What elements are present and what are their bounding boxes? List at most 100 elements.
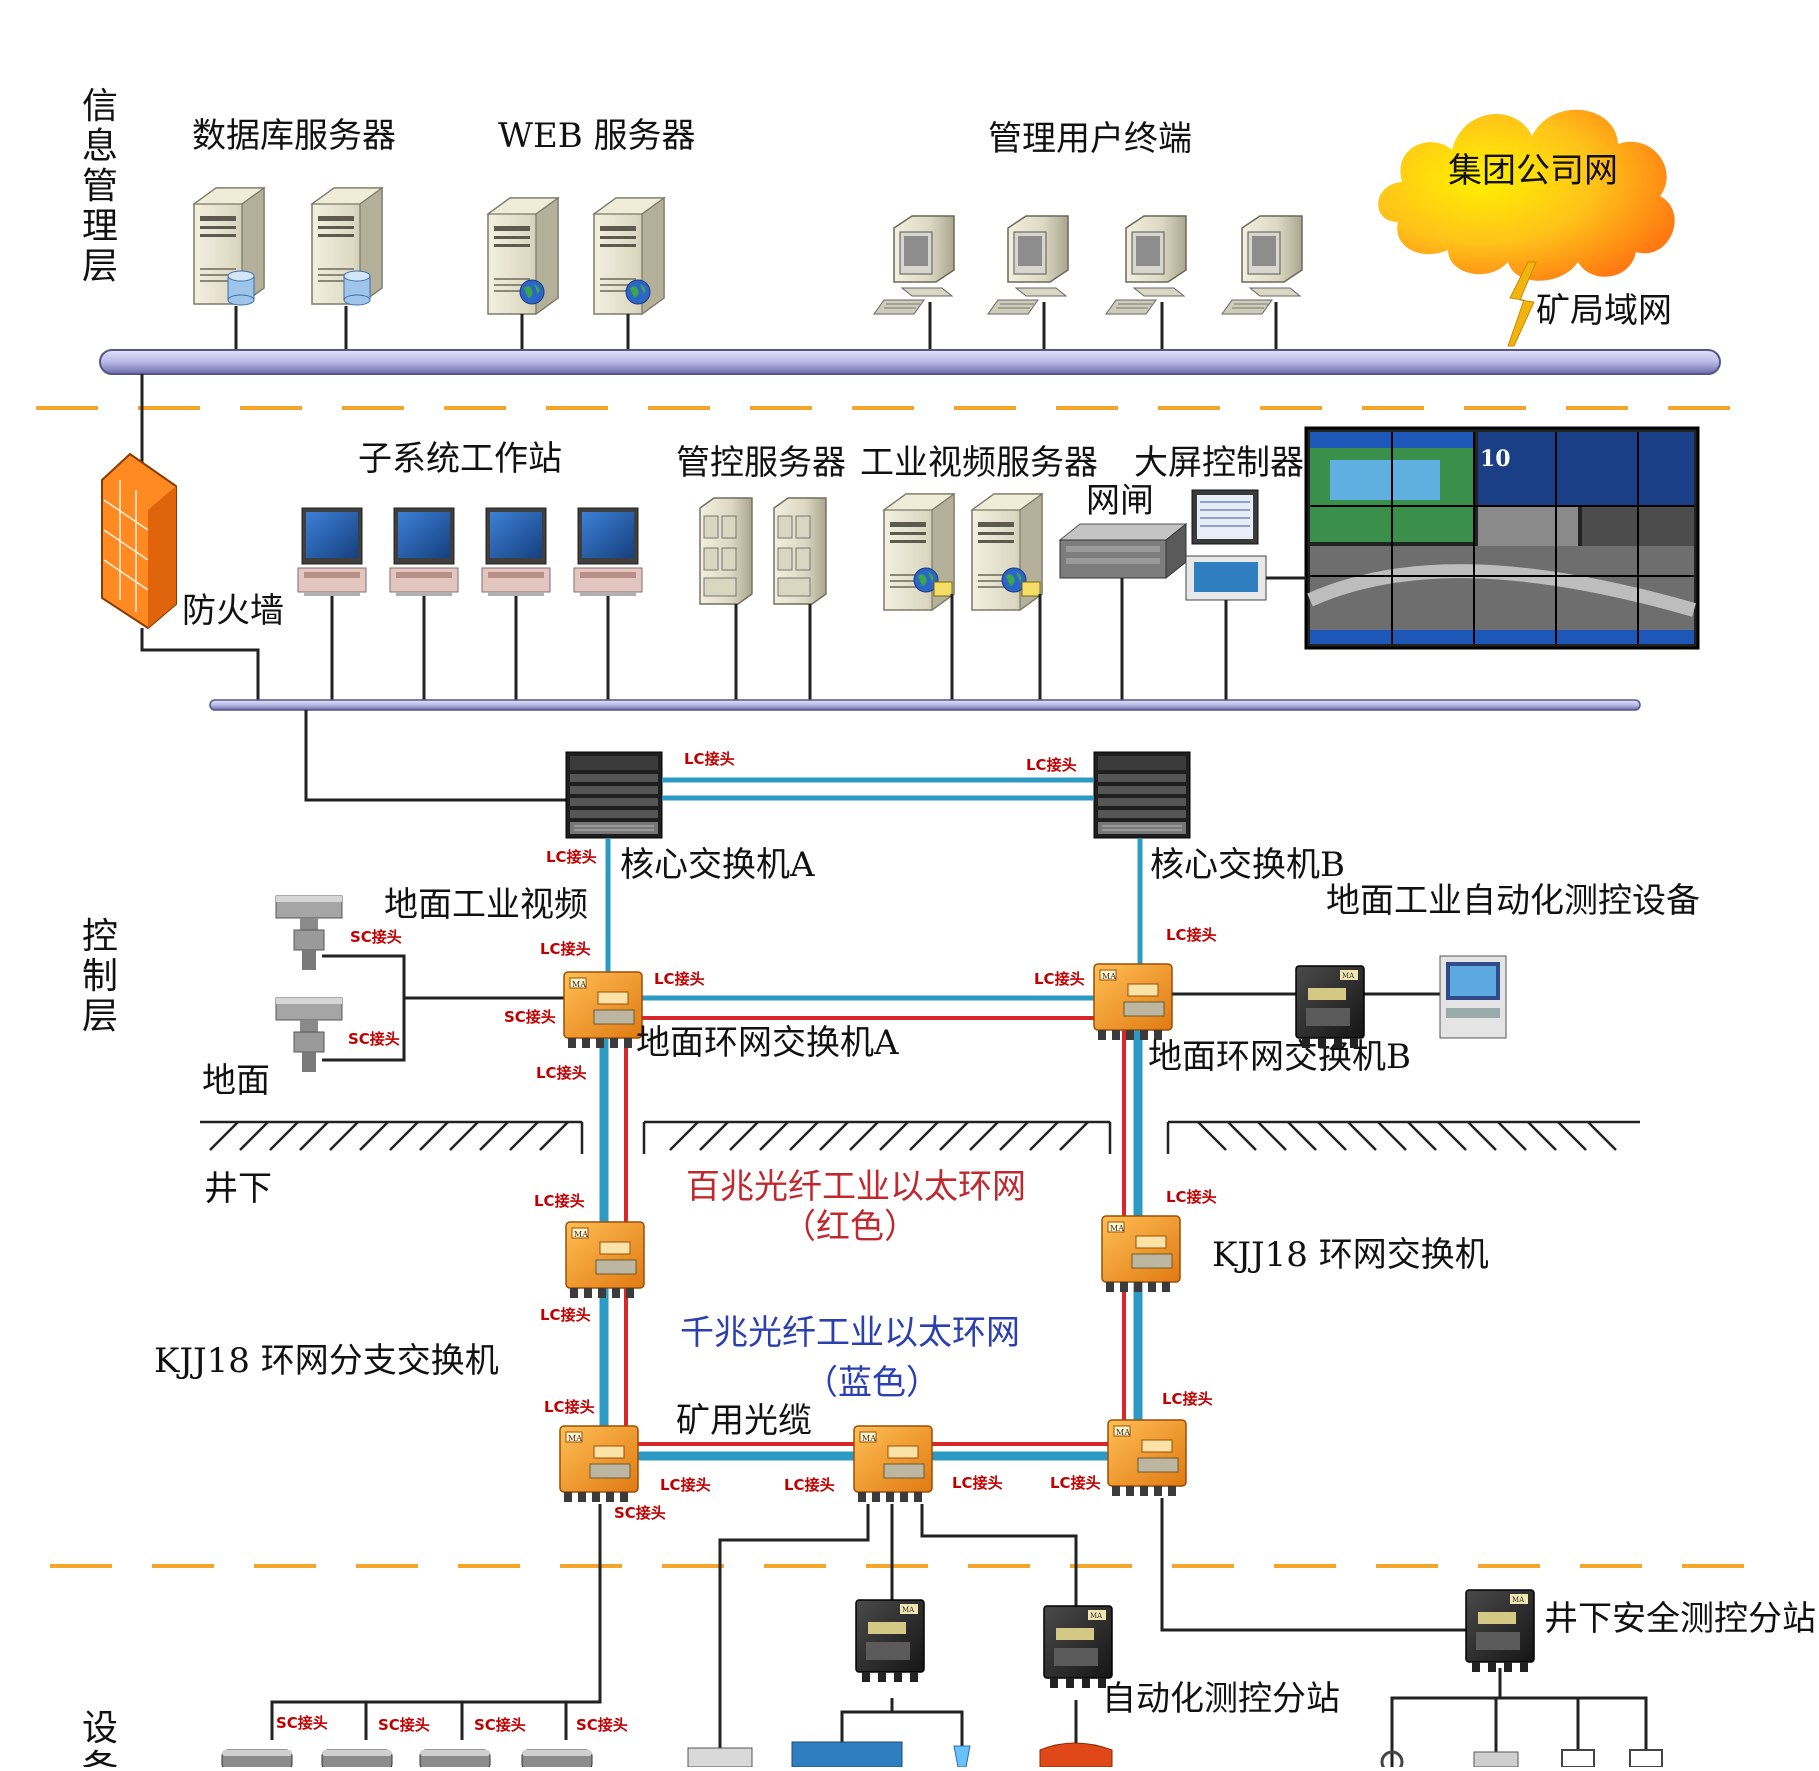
core-interlink — [662, 777, 1094, 801]
lc-tag-2: LC接头 — [1026, 756, 1077, 774]
ground-auto-station-icon — [1295, 965, 1365, 1049]
bottom-sensor-icon — [953, 1745, 971, 1768]
bus-to-core-a — [304, 710, 566, 802]
control-bus-drops — [330, 578, 1228, 700]
workstation-icon-4 — [573, 507, 643, 597]
video-wall: 10 — [1304, 426, 1700, 650]
top-bus-drops — [234, 302, 1278, 350]
wall-controller-label: 大屏控制器 — [1134, 443, 1304, 483]
lc-tag-6: LC接头 — [654, 970, 705, 988]
kjj18-branch-switch-icon[interactable] — [565, 1221, 645, 1299]
firewall-label: 防火墙 — [182, 591, 284, 631]
ground-label: 地面 — [202, 1061, 270, 1101]
bottom-sensor-icon-4 — [1561, 1749, 1595, 1768]
layer-label-control: 控制层 — [82, 916, 118, 1037]
bottom-panel-icon — [687, 1747, 753, 1768]
kjj18-ring-switch-icon[interactable] — [1101, 1215, 1181, 1293]
globe-icon-1 — [519, 279, 545, 305]
lc-tag-16: LC接头 — [952, 1474, 1003, 1492]
device-layer-links — [270, 1498, 1648, 1767]
sc-tag-3: SC接头 — [504, 1008, 556, 1026]
camera-small-icon-1 — [933, 581, 953, 597]
lc-tag-12: LC接头 — [544, 1398, 595, 1416]
lc-tag-4: LC接头 — [540, 940, 591, 958]
terminal-icon-4 — [1221, 215, 1303, 315]
subsystem-ws-label: 子系统工作站 — [358, 439, 562, 479]
lightning-icon — [1507, 261, 1537, 347]
sc-tag-1: SC接头 — [350, 928, 402, 946]
ring-1g-label: 千兆光纤工业以太环网 — [680, 1313, 1020, 1353]
sc-tag-2: SC接头 — [348, 1030, 400, 1048]
mgmt-terminal-label: 管理用户终端 — [988, 119, 1192, 159]
lc-tag-1: LC接头 — [684, 750, 735, 768]
lc-tag-7: LC接头 — [1034, 970, 1085, 988]
mgmt-server-label: 管控服务器 — [676, 443, 846, 483]
bottom-camera-icon-4 — [521, 1749, 593, 1771]
lc-tag-8: LC接头 — [536, 1064, 587, 1082]
bottom-motor-icon — [1039, 1742, 1113, 1768]
group-network-cloud: 集团公司网 — [1378, 109, 1675, 281]
workstation-icon-3 — [481, 507, 551, 597]
bottom-sensor-icon-2 — [1380, 1750, 1404, 1771]
lc-tag-13: LC接头 — [1162, 1390, 1213, 1408]
ground-auto-label: 地面工业自动化测控设备 — [1326, 881, 1700, 921]
ground-video-label: 地面工业视频 — [384, 885, 588, 925]
globe-icon-2 — [625, 279, 651, 305]
sc-tag-5: SC接头 — [276, 1714, 328, 1732]
bottom-sensor-icon-3 — [1473, 1751, 1519, 1768]
auto-station-icon-2 — [1043, 1605, 1113, 1689]
ground-ring-b-label: 地面环网交换机B — [1148, 1037, 1411, 1077]
gateway-label: 网闸 — [1086, 481, 1154, 521]
workstation-icon-1 — [297, 507, 367, 597]
ground-ring-a-label: 地面环网交换机A — [636, 1023, 899, 1063]
safety-station-icon — [1465, 1589, 1535, 1673]
sc-tag-6: SC接头 — [378, 1716, 430, 1734]
bottom-camera-icon-3 — [419, 1749, 491, 1771]
kjj18-ring-label: KJJ18 环网交换机 — [1212, 1235, 1489, 1275]
auto-station-label: 自动化测控分站 — [1102, 1679, 1340, 1719]
video-wall-number: 10 — [1480, 446, 1511, 472]
safety-station-label: 井下安全测控分站 — [1544, 1599, 1816, 1639]
underground-label: 井下 — [204, 1169, 272, 1209]
ring-100m-color-label: （红色） — [782, 1207, 918, 1247]
core-a-label: 核心交换机A — [620, 845, 815, 885]
mgmt-server-icon-1 — [699, 497, 753, 605]
core-switch-b-icon[interactable] — [1093, 751, 1191, 839]
lc-tag-3: LC接头 — [546, 848, 597, 866]
lc-tag-5: LC接头 — [1166, 926, 1217, 944]
auto-station-icon-1 — [855, 1599, 925, 1683]
kjj18-branch-label: KJJ18 环网分支交换机 — [154, 1341, 499, 1381]
ring-100m-label: 百兆光纤工业以太环网 — [686, 1167, 1026, 1207]
web-server-label: WEB 服务器 — [498, 116, 696, 156]
mgmt-server-icon-2 — [773, 497, 827, 605]
terminal-icon-1 — [873, 215, 955, 315]
ground-auto-panel-icon — [1439, 955, 1507, 1039]
mine-lan-label: 矿局域网 — [1536, 291, 1672, 331]
layer-control-text: 控制层 — [82, 916, 118, 1037]
lc-tag-9: LC接头 — [534, 1192, 585, 1210]
bottom-ring-switch-left-icon[interactable] — [559, 1425, 639, 1503]
bottom-camera-icon-2 — [321, 1749, 393, 1771]
database-icon-1 — [227, 270, 255, 306]
wall-controller-icon — [1185, 489, 1267, 601]
ground-ring-switch-a-icon[interactable] — [563, 971, 643, 1049]
sc-tag-8: SC接头 — [576, 1716, 628, 1734]
ground-surface-hatch — [200, 1120, 1640, 1154]
camera-small-icon-2 — [1021, 581, 1041, 597]
mine-cable-label: 矿用光缆 — [676, 1401, 812, 1441]
db-server-label: 数据库服务器 — [192, 116, 396, 156]
ring-1g-color-label: （蓝色） — [804, 1363, 940, 1403]
bottom-display-icon — [791, 1741, 903, 1768]
bottom-ring-switch-right-icon[interactable] — [1107, 1419, 1187, 1497]
core-switch-a-icon[interactable] — [565, 751, 663, 839]
terminal-icon-2 — [987, 215, 1069, 315]
ground-ring-switch-b-icon[interactable] — [1093, 963, 1173, 1041]
layer-label-device: 设备 — [82, 1708, 118, 1771]
core-b-label: 核心交换机B — [1150, 845, 1345, 885]
lc-tag-10: LC接头 — [1166, 1188, 1217, 1206]
control-layer-bus — [209, 699, 1641, 711]
workstation-icon-2 — [389, 507, 459, 597]
bottom-ring-switch-mid-icon[interactable] — [853, 1425, 933, 1503]
camera-links — [322, 954, 406, 1062]
camera-icon-1 — [275, 895, 343, 971]
